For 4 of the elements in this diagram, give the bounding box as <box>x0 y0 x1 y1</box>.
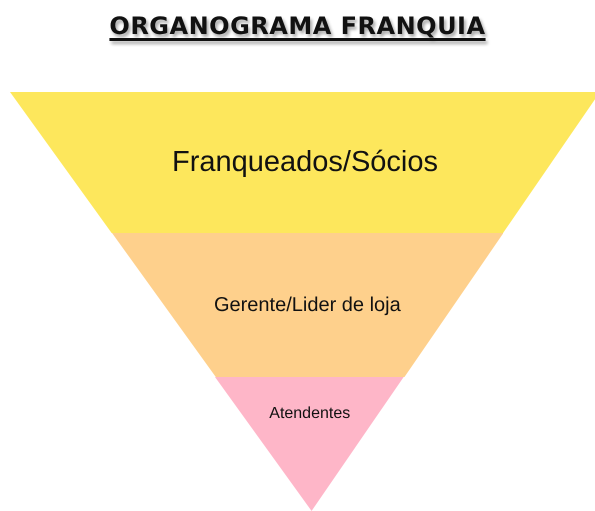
diagram-title: ORGANOGRAMA FRANQUIA <box>109 12 486 40</box>
level-label: Gerente/Lider de loja <box>214 294 401 316</box>
level-label: Atendentes <box>269 405 350 423</box>
level-label: Franqueados/Sócios <box>172 146 438 179</box>
